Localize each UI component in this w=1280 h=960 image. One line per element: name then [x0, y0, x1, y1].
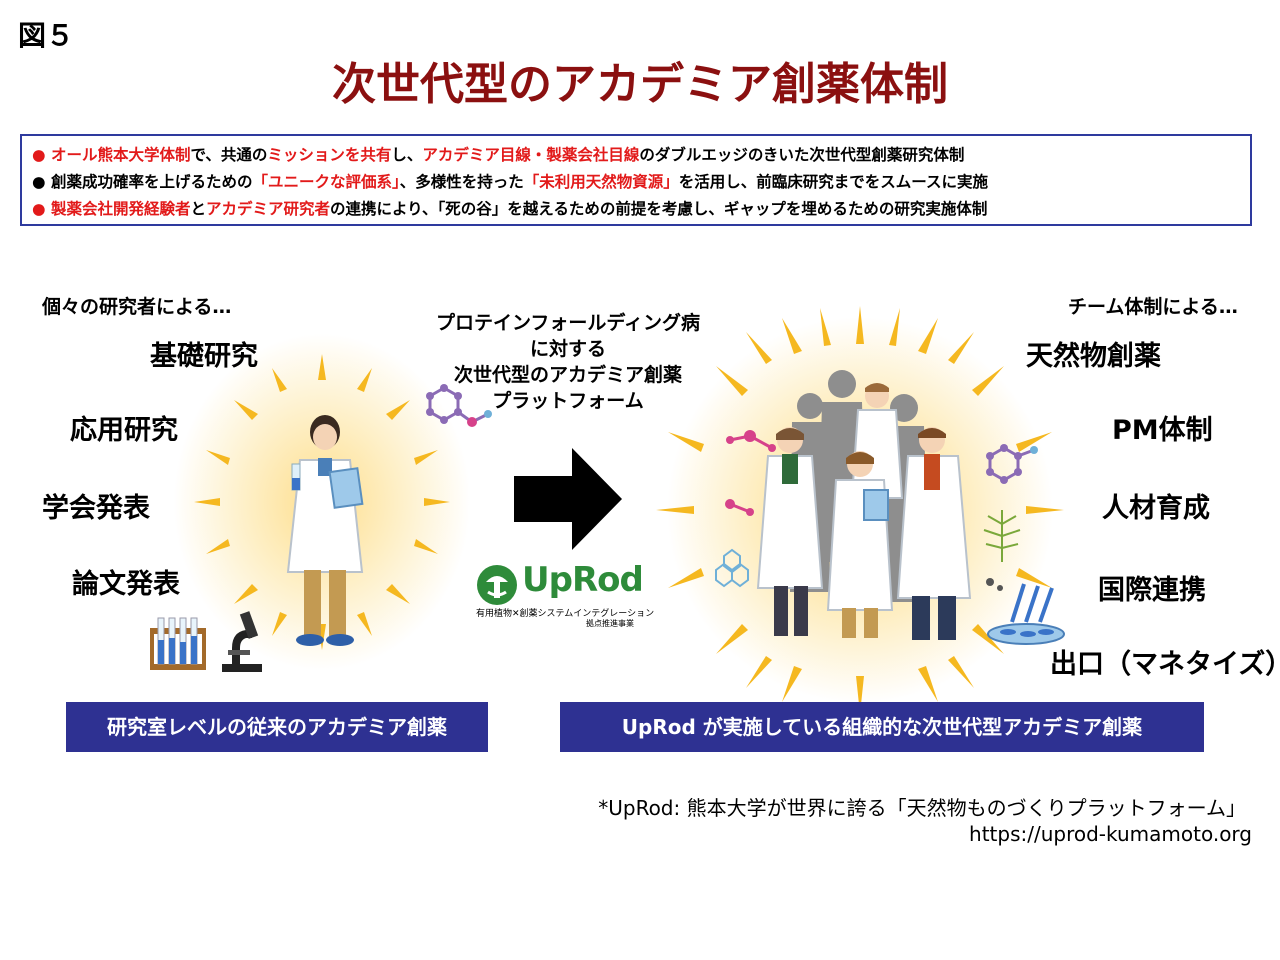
right-item-exit: 出口（マネタイズ） [1050, 649, 1280, 680]
left-item-conference: 学会発表 [42, 493, 150, 524]
left-banner: 研究室レベルの従来のアカデミア創薬 [66, 702, 488, 752]
hexagon-icon [715, 548, 749, 588]
summary-text: 製薬会社開発経験者 [50, 200, 191, 218]
right-heading: チーム体制による… [1068, 296, 1238, 318]
molecule-icon [725, 430, 776, 516]
right-item-international: 国際連携 [1098, 575, 1206, 606]
figure-label: 図５ [18, 19, 75, 52]
right-item-pm-system: PM体制 [1112, 415, 1213, 446]
summary-text: 「未利用天然物資源」 [523, 173, 679, 191]
uprod-logo-subtitle: 有用植物✕創薬システムインテグレーション [476, 609, 655, 619]
right-rays [656, 306, 1064, 714]
summary-box: ● オール熊本大学体制で、共通のミッションを共有し、アカデミア目線・製薬会社目線… [20, 134, 1252, 226]
center-line: に対する [529, 338, 606, 360]
uprod-logo-subtitle-2: 拠点推進事業 [586, 619, 634, 628]
team-illustration [756, 383, 972, 640]
summary-line-3: ● 製薬会社開発経験者とアカデミア研究者の連携により、「死の谷」を越えるための前… [32, 196, 1240, 223]
summary-text: の連携により、「死の谷」を越えるための前提を考慮し、ギャップを埋めるための研究実… [329, 200, 988, 218]
left-item-basic-research: 基礎研究 [150, 341, 258, 372]
summary-text: で、共通の [190, 146, 268, 164]
lab-equipment-icon [150, 611, 262, 672]
summary-text: 「ユニークな評価系」 [252, 173, 400, 191]
molecule-icon [986, 444, 1038, 484]
left-item-applied-research: 応用研究 [70, 415, 178, 446]
center-description: プロテインフォールディング病 に対する 次世代型のアカデミア創薬 プラットフォー… [398, 310, 738, 414]
pipette-icon [986, 578, 1065, 645]
summary-text: のダブルエッジのきいた次世代型創薬研究体制 [639, 146, 965, 164]
page-title: 次世代型のアカデミア創薬体制 [332, 59, 948, 110]
summary-text: アカデミア目線・製薬会社目線 [422, 146, 640, 164]
uprod-logo-text: UpRod [522, 560, 644, 600]
plant-icon [983, 510, 1021, 562]
footnote-url: https://uprod-kumamoto.org [969, 822, 1252, 846]
footnote: *UpRod: 熊本大学が世界に誇る「天然物ものづくりプラットフォーム」 [598, 796, 1246, 820]
left-rays [194, 354, 450, 650]
uprod-logo-mark-icon [477, 565, 517, 605]
summary-text: オール熊本大学体制 [50, 146, 191, 164]
summary-text: し、 [391, 146, 423, 164]
arrow-right-icon [514, 448, 622, 550]
center-line: 次世代型のアカデミア創薬 [453, 364, 682, 386]
center-line: プロテインフォールディング病 [435, 312, 701, 334]
right-banner: UpRod が実施している組織的な次世代型アカデミア創薬 [560, 702, 1204, 752]
scientist-illustration [286, 415, 364, 646]
right-item-talent: 人材育成 [1102, 493, 1210, 524]
left-heading: 個々の研究者による… [42, 296, 232, 318]
center-line: プラットフォーム [492, 390, 644, 412]
summary-line-2: ● 創薬成功確率を上げるための「ユニークな評価系」、多様性を持った「未利用天然物… [32, 169, 1240, 196]
summary-text: と [190, 200, 206, 218]
bullet-dot: ● [32, 200, 46, 218]
summary-text: ミッションを共有 [267, 146, 392, 164]
summary-text: 、多様性を持った [399, 173, 524, 191]
molecule-icon [426, 384, 492, 427]
bullet-dot: ● [32, 146, 46, 164]
left-item-papers: 論文発表 [72, 569, 180, 600]
summary-text: を活用し、前臨床研究までをスムースに実施 [678, 173, 988, 191]
bullet-dot: ● [32, 173, 46, 191]
summary-text: アカデミア研究者 [205, 200, 330, 218]
right-item-natural-products: 天然物創薬 [1026, 341, 1161, 372]
summary-line-1: ● オール熊本大学体制で、共通のミッションを共有し、アカデミア目線・製薬会社目線… [32, 142, 1240, 169]
uprod-logo: UpRod 有用植物✕創薬システムインテグレーション 拠点推進事業 [476, 560, 654, 630]
summary-text: 創薬成功確率を上げるための [50, 173, 253, 191]
